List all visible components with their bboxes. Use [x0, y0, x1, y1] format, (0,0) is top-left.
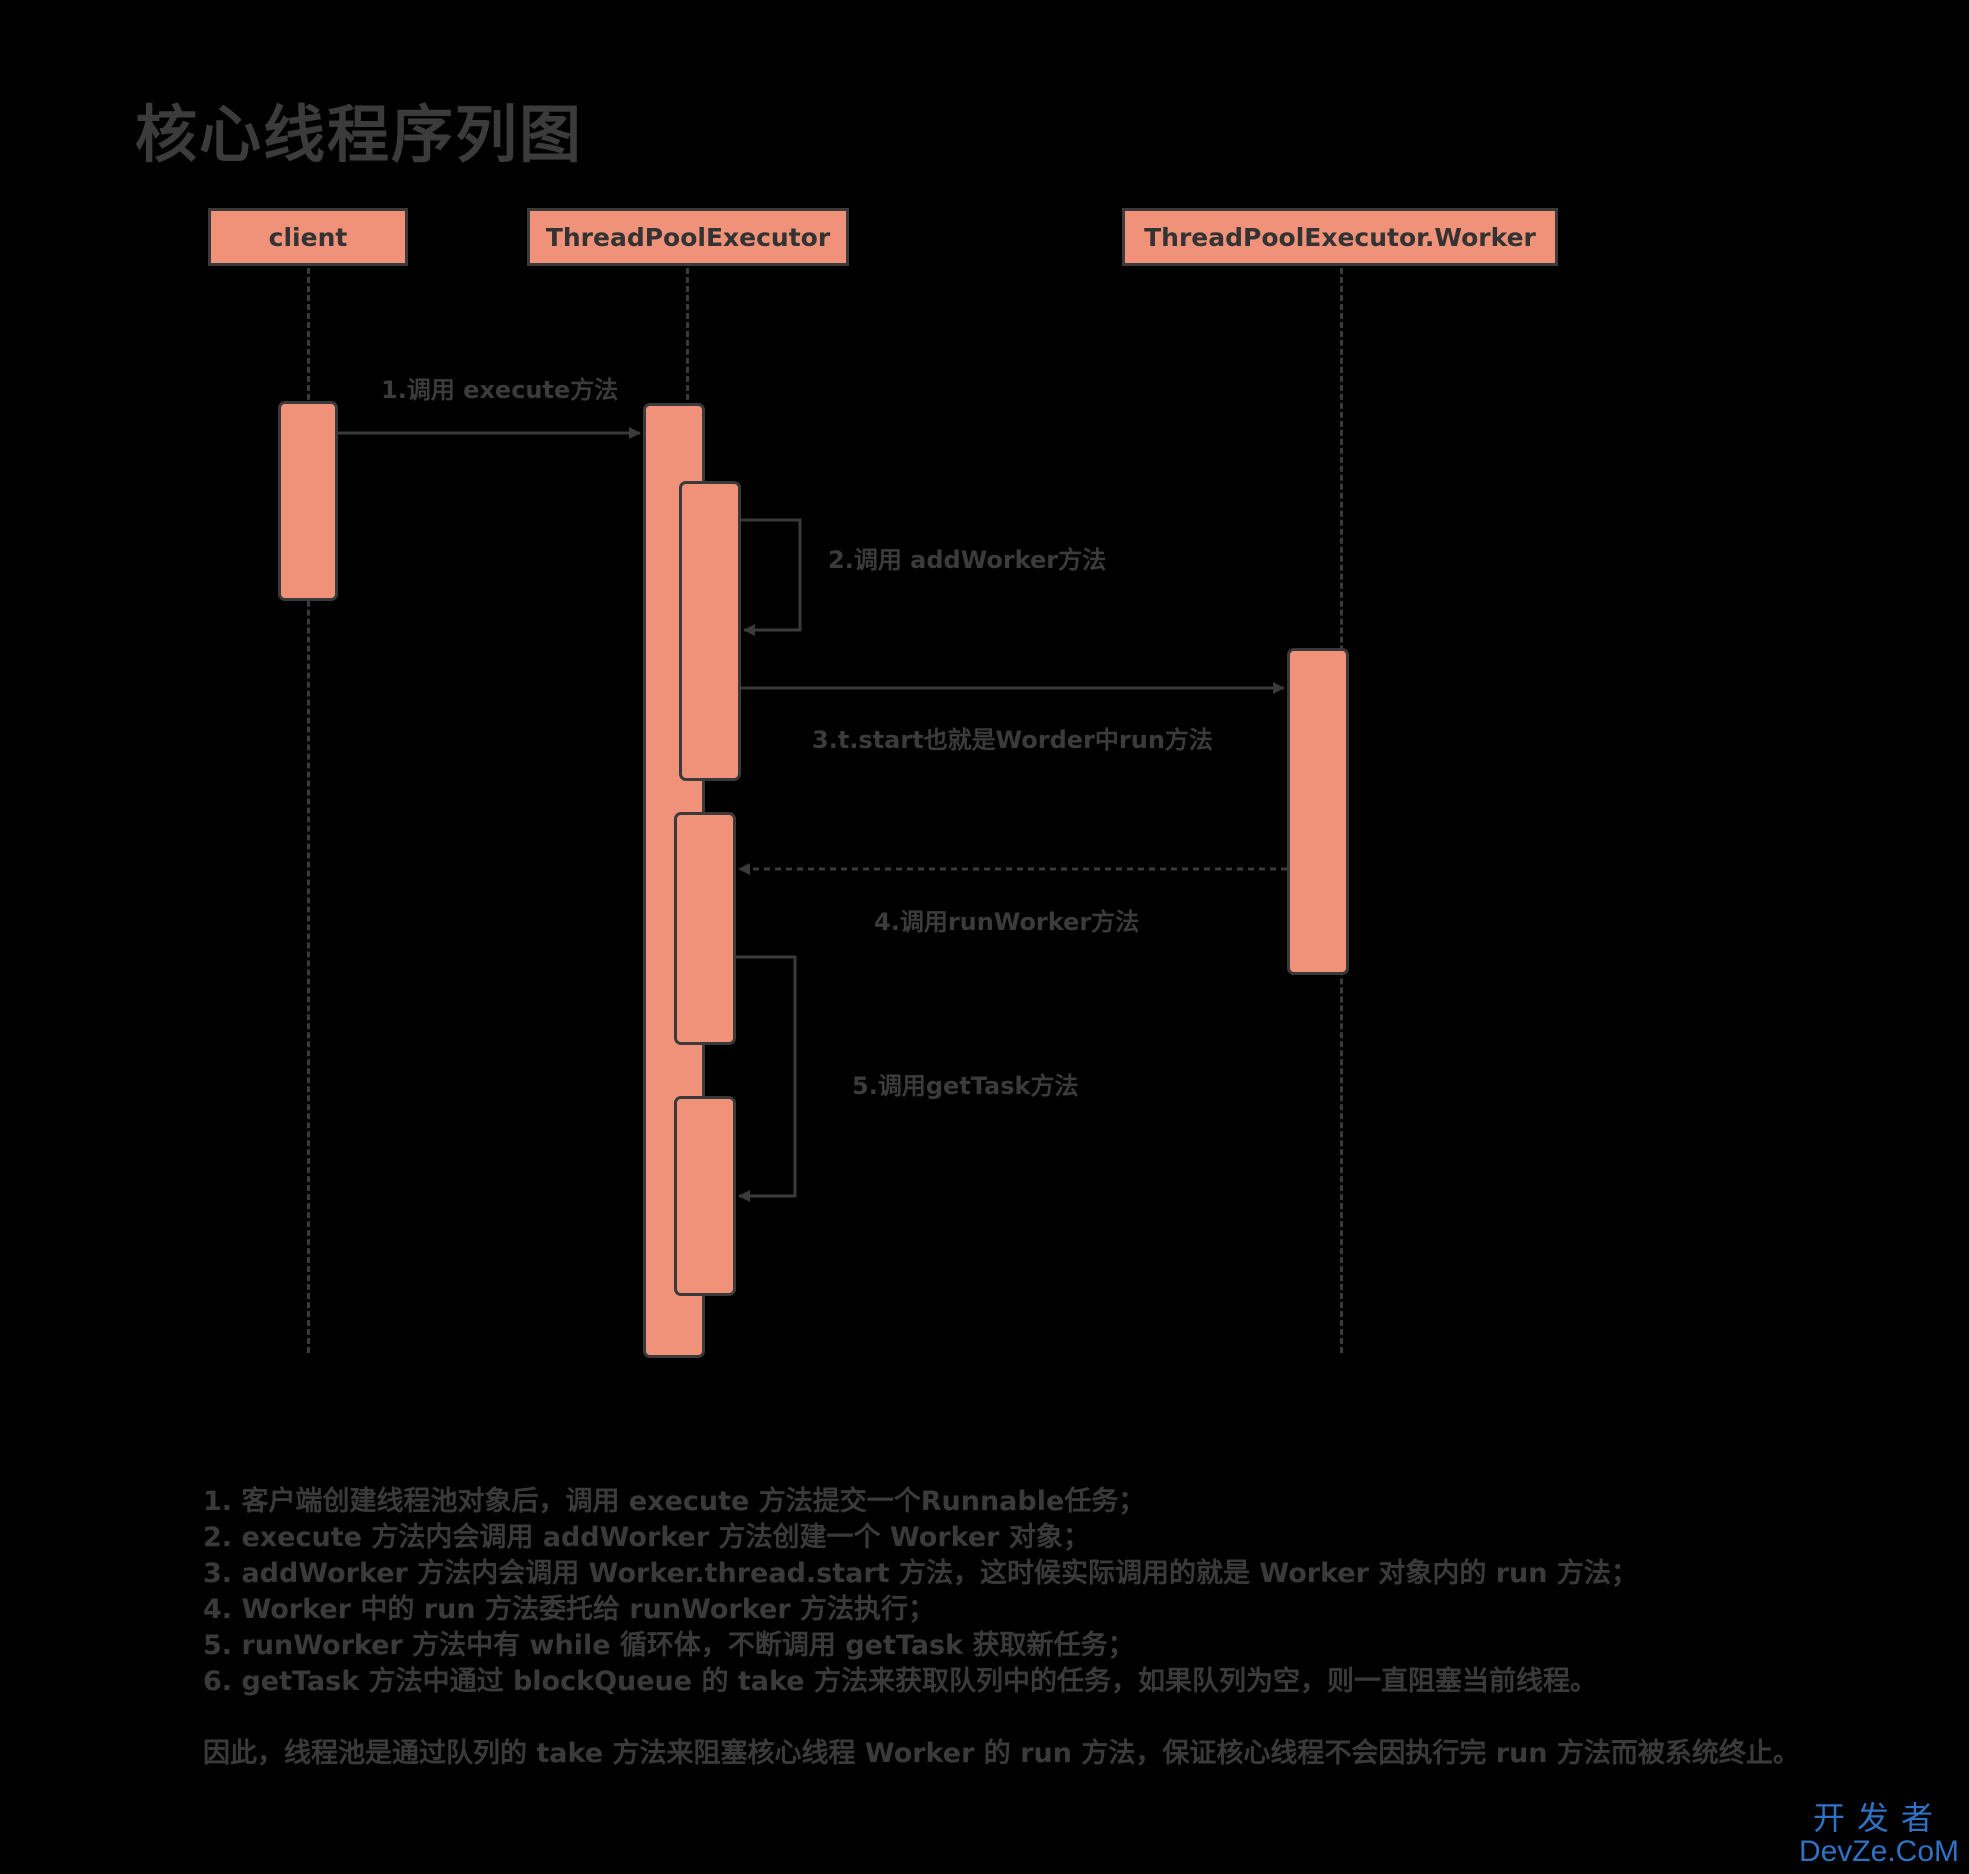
- watermark: 开发者 DevZe.CoM: [1799, 1800, 1959, 1868]
- actor-client-label: client: [268, 222, 348, 252]
- message-label-3: 3.t.start也就是Worder中run方法: [812, 726, 1213, 754]
- activation-worker: [1287, 648, 1349, 975]
- note-line-6: 6. getTask 方法中通过 blockQueue 的 take 方法来获取…: [203, 1666, 1597, 1697]
- notes-block: 1. 客户端创建线程池对象后，调用 execute 方法提交一个Runnable…: [203, 1484, 1800, 1772]
- actor-threadpoolexecutor: ThreadPoolExecutor: [527, 208, 849, 266]
- activation-executor-runworker: [674, 812, 736, 1045]
- note-line-3: 3. addWorker 方法内会调用 Worker.thread.start …: [203, 1558, 1638, 1589]
- actor-threadpoolexecutor-label: ThreadPoolExecutor: [545, 222, 831, 252]
- actor-worker: ThreadPoolExecutor.Worker: [1122, 208, 1558, 266]
- message-label-1: 1.调用 execute方法: [381, 376, 619, 404]
- message-label-2: 2.调用 addWorker方法: [828, 546, 1107, 574]
- actor-client: client: [208, 208, 408, 266]
- activation-executor-gettask: [674, 1096, 736, 1296]
- diagram-title: 核心线程序列图: [135, 98, 584, 171]
- conclusion-line: 因此，线程池是通过队列的 take 方法来阻塞核心线程 Worker 的 run…: [203, 1738, 1800, 1769]
- message-label-4: 4.调用runWorker方法: [874, 908, 1140, 936]
- note-line-4: 4. Worker 中的 run 方法委托给 runWorker 方法执行；: [203, 1594, 936, 1625]
- note-line-1: 1. 客户端创建线程池对象后，调用 execute 方法提交一个Runnable…: [203, 1486, 1146, 1517]
- activation-executor-addworker: [679, 481, 741, 781]
- activation-client: [278, 401, 338, 601]
- arrow-gettask: [736, 955, 797, 1202]
- note-line-2: 2. execute 方法内会调用 addWorker 方法创建一个 Worke…: [203, 1522, 1090, 1553]
- lifeline-client: [307, 268, 310, 1353]
- watermark-cn: 开发者: [1812, 1799, 1945, 1837]
- watermark-en: DevZe.CoM: [1798, 1835, 1959, 1868]
- message-label-5: 5.调用getTask方法: [852, 1072, 1079, 1100]
- arrow-addworker: [741, 518, 802, 636]
- note-line-5: 5. runWorker 方法中有 while 循环体，不断调用 getTask…: [203, 1630, 1135, 1661]
- actor-worker-label: ThreadPoolExecutor.Worker: [1144, 222, 1536, 252]
